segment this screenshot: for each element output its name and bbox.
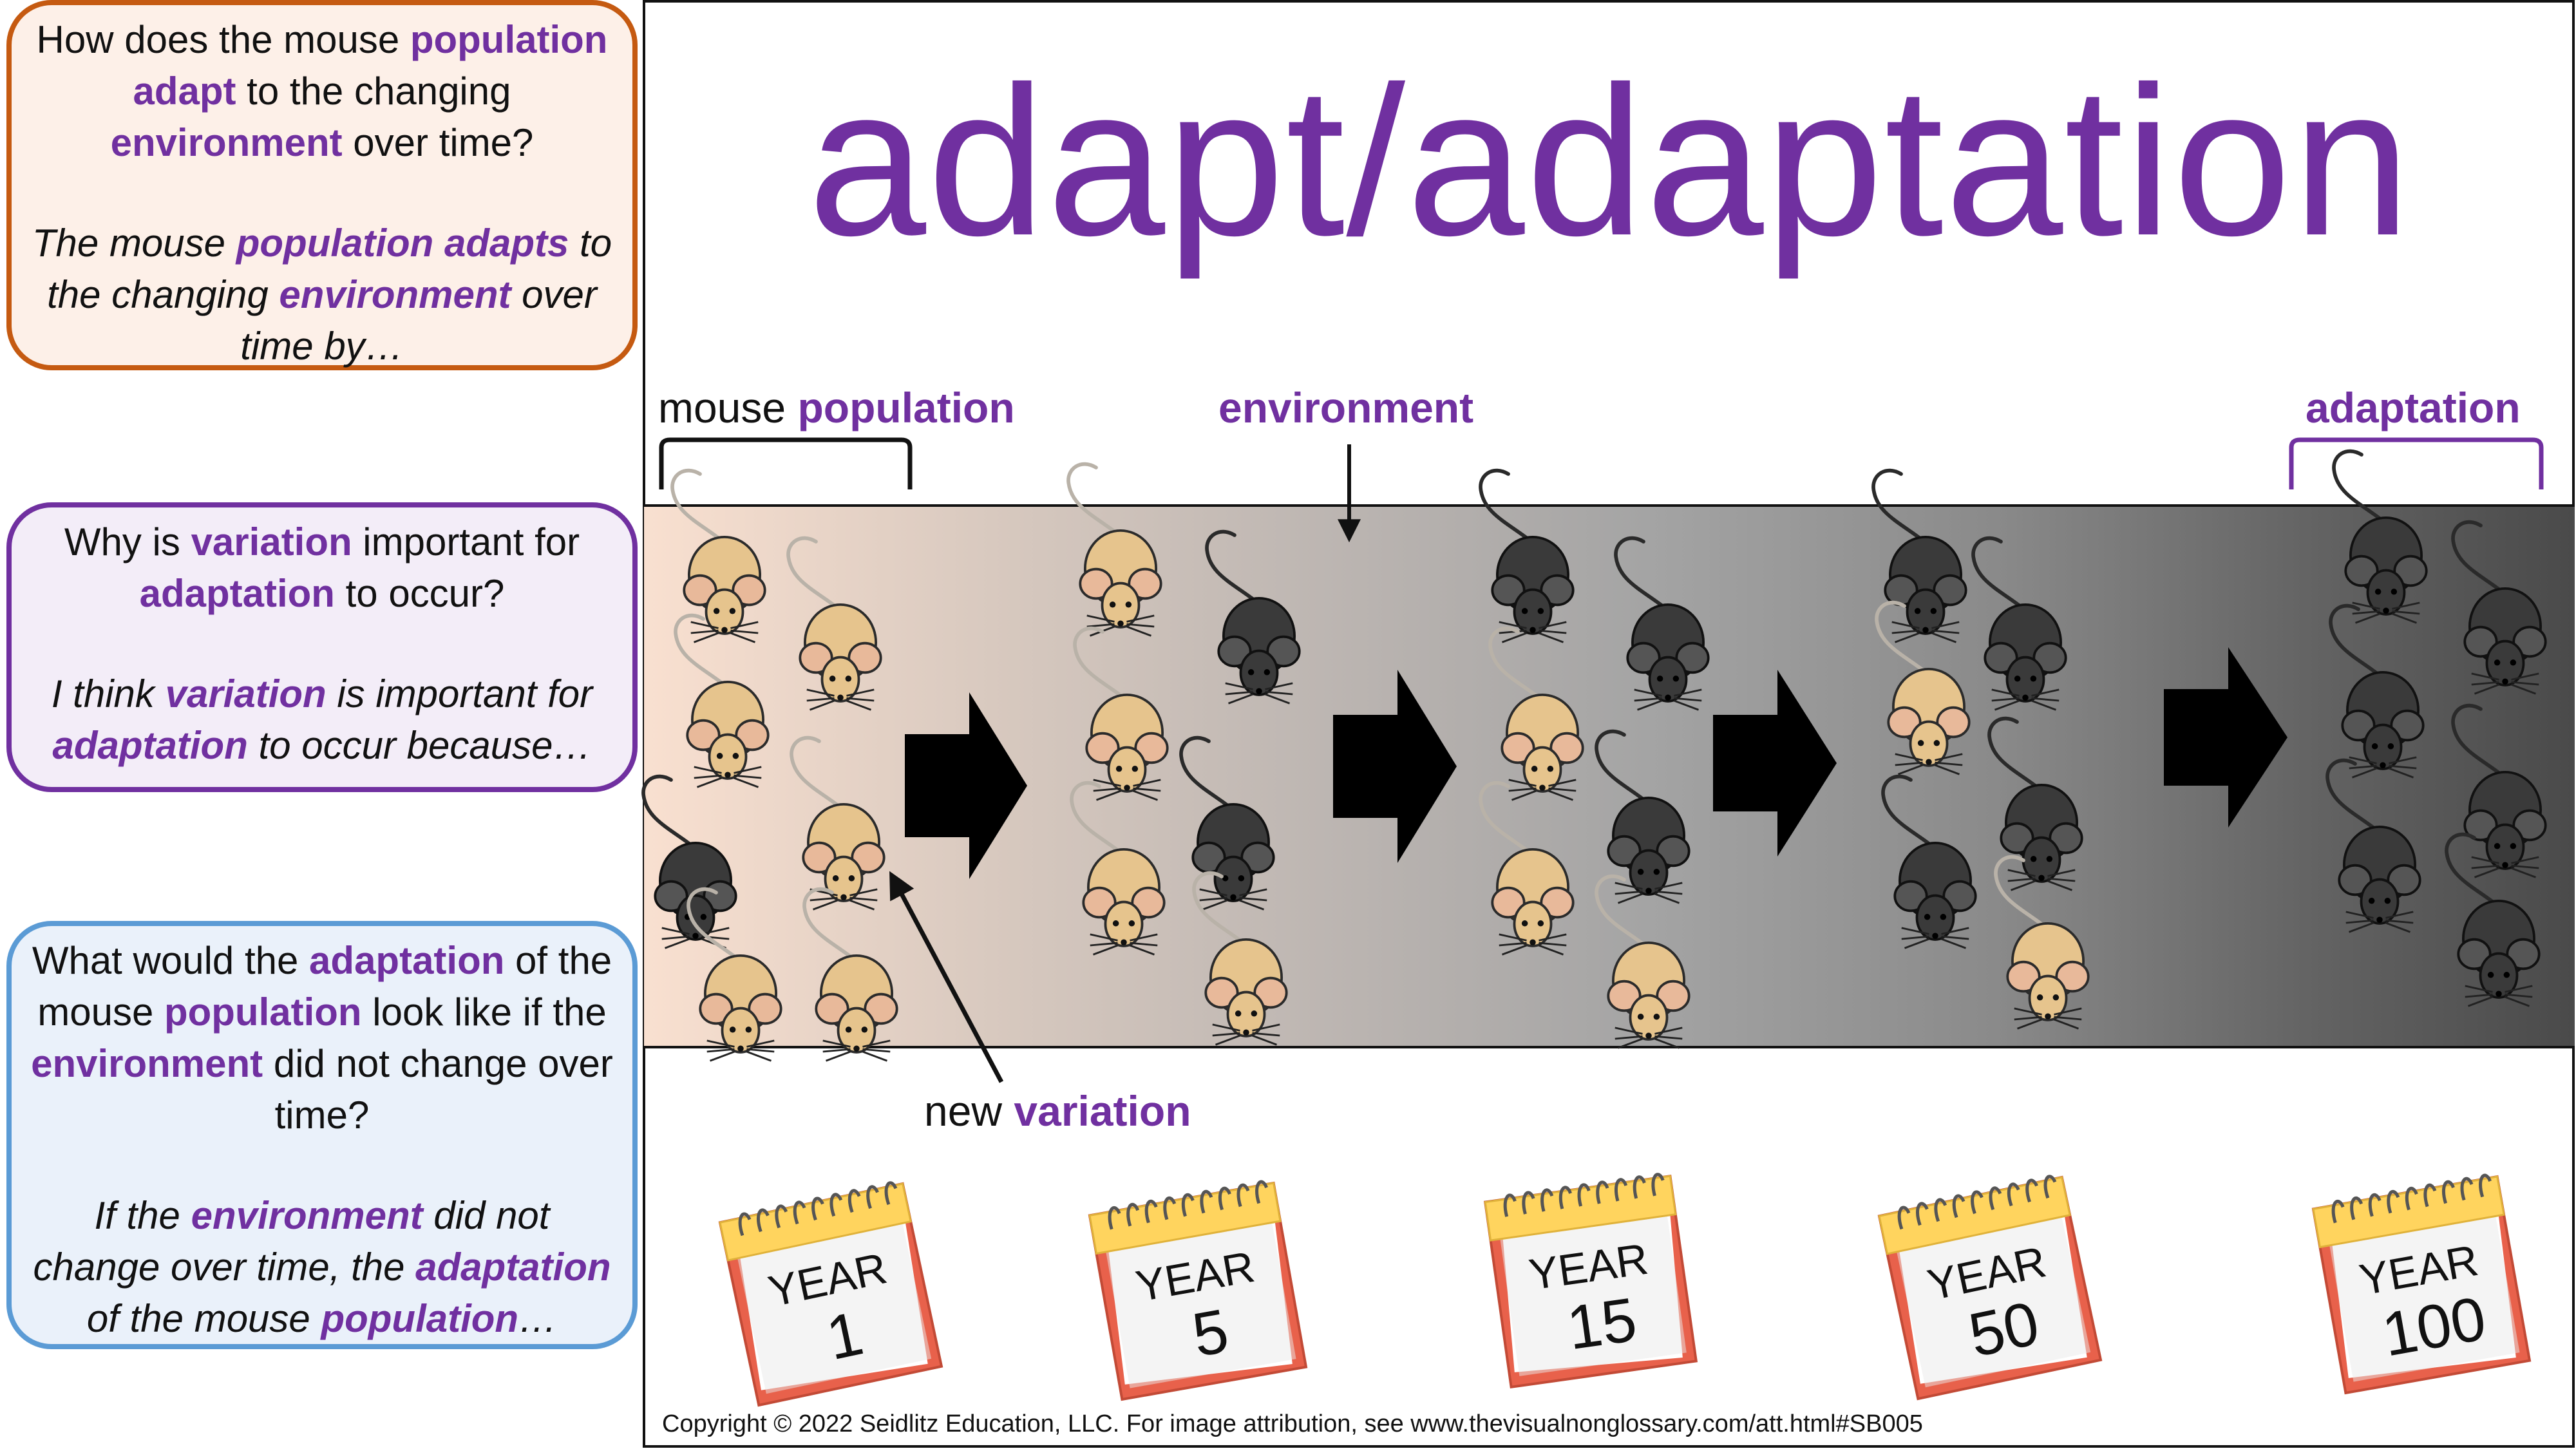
text-run: to the changing (47, 222, 612, 316)
page-title: adapt/adaptation (808, 42, 2412, 279)
label-plain: new (924, 1087, 1014, 1135)
calendar-year-number: 15 (1563, 1285, 1641, 1363)
question-text: Why is variation important for adaptatio… (28, 516, 616, 620)
question-text: What would the adaptation of the mouse p… (28, 935, 616, 1141)
question-text: How does the mouse population adapt to t… (28, 14, 616, 169)
black-mouse-icon (643, 777, 736, 949)
black-mouse-icon (2327, 761, 2420, 933)
text-run: of the mouse (37, 939, 612, 1034)
time-arrow (1713, 670, 1837, 857)
adaptation-label: adaptation (2306, 384, 2521, 431)
keyword: environment (110, 121, 343, 164)
question-box-population: How does the mouse population adapt to t… (6, 0, 638, 370)
tan-mouse-icon (804, 889, 897, 1061)
time-arrow (905, 692, 1027, 879)
tan-mouse-icon (788, 538, 881, 710)
keyword: adapt (133, 70, 236, 113)
sentence-stem: If the environment did not change over t… (28, 1190, 616, 1345)
keyword: adaptation (309, 939, 505, 982)
keyword: population (164, 990, 362, 1034)
tan-mouse-icon (1068, 464, 1161, 636)
text-run: over time? (342, 121, 534, 164)
text-run: look like if the (361, 990, 607, 1034)
black-mouse-icon (1973, 538, 2066, 710)
mouse-population-label: mouse population (658, 385, 1015, 430)
keyword: variation (191, 520, 352, 564)
text-run: is important for (326, 672, 593, 715)
keyword: population (410, 18, 608, 61)
black-mouse-icon (2334, 451, 2427, 623)
new-variation-arrow (889, 871, 1004, 1083)
label-keyword: population (797, 384, 1015, 431)
keyword: environment (279, 273, 511, 316)
text-run: to occur because… (247, 724, 592, 767)
tan-mouse-icon (1075, 629, 1168, 800)
progression-arrows (905, 647, 2287, 879)
adaptation-bracket (2289, 437, 2544, 489)
text-run: I think (51, 672, 166, 715)
tan-mouse-icon (1072, 783, 1164, 955)
tan-mouse-icon (1490, 629, 1583, 800)
label-keyword: variation (1014, 1087, 1191, 1135)
keyword: environment (31, 1042, 263, 1085)
question-box-variation: Why is variation important for adaptatio… (6, 502, 638, 792)
label-plain: mouse (658, 384, 798, 431)
text-run: If the (94, 1194, 191, 1237)
text-run: did not change over time? (263, 1042, 613, 1137)
copyright-footer: Copyright © 2022 Seidlitz Education, LLC… (662, 1410, 1923, 1437)
keyword: adaptation (415, 1245, 611, 1289)
keyword: adaptation (139, 572, 335, 615)
black-mouse-icon (1883, 777, 1976, 949)
time-arrow (1333, 670, 1457, 863)
text-run: to the changing (236, 70, 511, 113)
calendar-year-number: 50 (1964, 1289, 2045, 1370)
tan-mouse-icon (1481, 783, 1573, 955)
sentence-stem: I think variation is important for adapt… (28, 668, 616, 772)
new-variation-label: new variation (924, 1088, 1191, 1133)
text-run: Why is (64, 520, 191, 564)
text-run: important for (352, 520, 580, 564)
black-mouse-icon (1207, 532, 1300, 704)
text-run: How does the mouse (36, 18, 410, 61)
environment-label: environment (1218, 384, 1474, 431)
keyword: adaptation (52, 724, 248, 767)
time-arrow (2164, 647, 2287, 828)
black-mouse-icon (2331, 606, 2423, 778)
black-mouse-icon (1616, 538, 1709, 710)
text-run: What would the (32, 939, 310, 982)
keyword: variation (165, 672, 327, 715)
black-mouse-icon (1989, 719, 2082, 891)
mouse-population-bracket (659, 437, 913, 489)
text-run: … (518, 1297, 558, 1340)
question-box-environment: What would the adaptation of the mouse p… (6, 921, 638, 1349)
keyword: population adapts (236, 222, 569, 265)
text-run: The mouse (32, 222, 236, 265)
text-run: over time by… (240, 273, 597, 368)
keyword: environment (191, 1194, 423, 1237)
tan-mouse-icon (791, 738, 884, 910)
black-mouse-icon (2453, 706, 2546, 878)
black-mouse-icon (1873, 471, 1966, 643)
sentence-stem: The mouse population adapts to the chang… (28, 218, 616, 372)
text-run: did not change over time, the (33, 1194, 550, 1289)
black-mouse-icon (1481, 471, 1573, 643)
keyword: population (321, 1297, 519, 1340)
text-run: of the mouse (86, 1297, 321, 1340)
black-mouse-icon (2453, 522, 2546, 694)
text-run: to occur? (334, 572, 505, 615)
